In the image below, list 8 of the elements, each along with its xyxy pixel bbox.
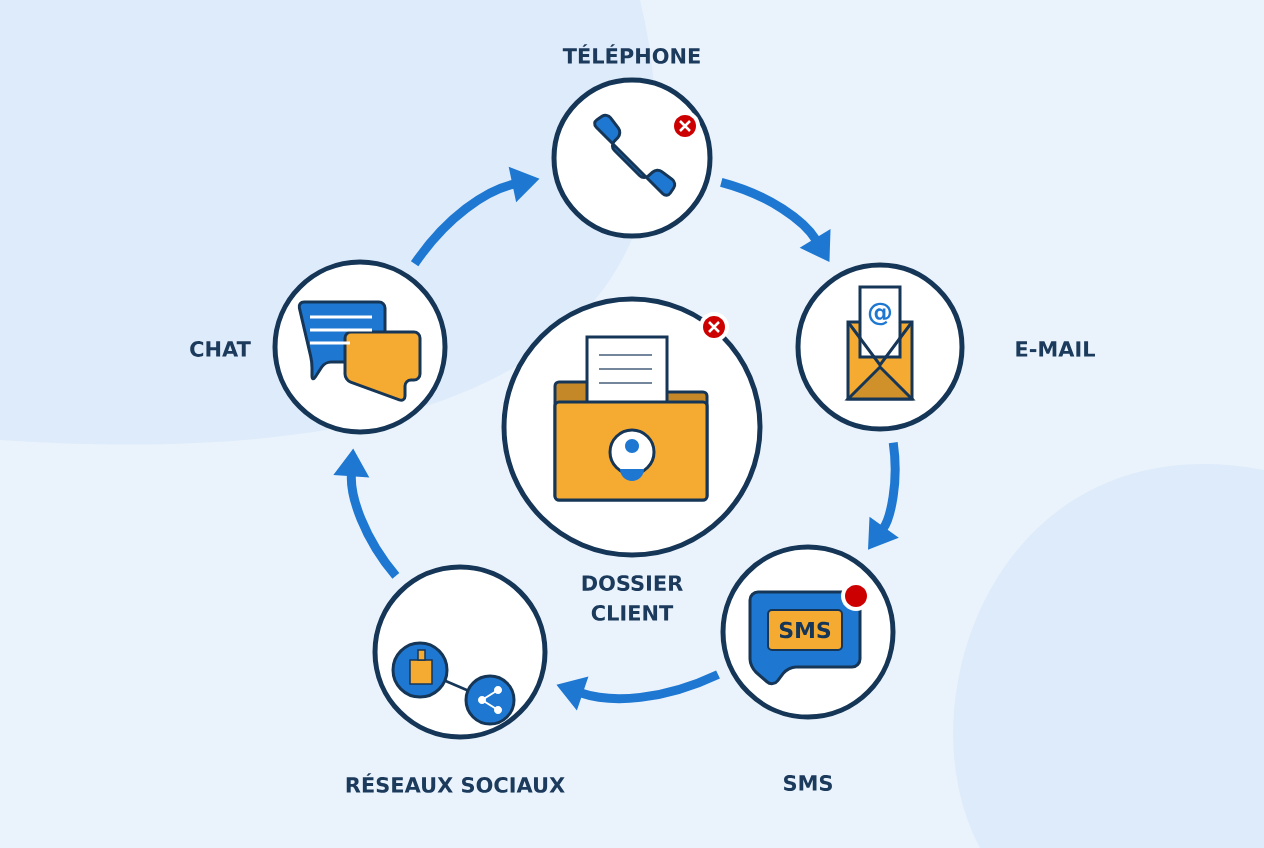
channel-label: SMS (784, 775, 832, 791)
channel-label: RÉSEAUX SOCIAUX (346, 773, 565, 793)
sms-text: SMS (779, 621, 831, 639)
channel-label: E-MAIL (1016, 341, 1095, 357)
channel-label: TÉLÉPHONE (562, 44, 700, 64)
at-sign: @ (868, 302, 892, 326)
channel-label: DOSSIER CLIENT (582, 575, 683, 621)
channel-label: CHAT (190, 341, 251, 357)
